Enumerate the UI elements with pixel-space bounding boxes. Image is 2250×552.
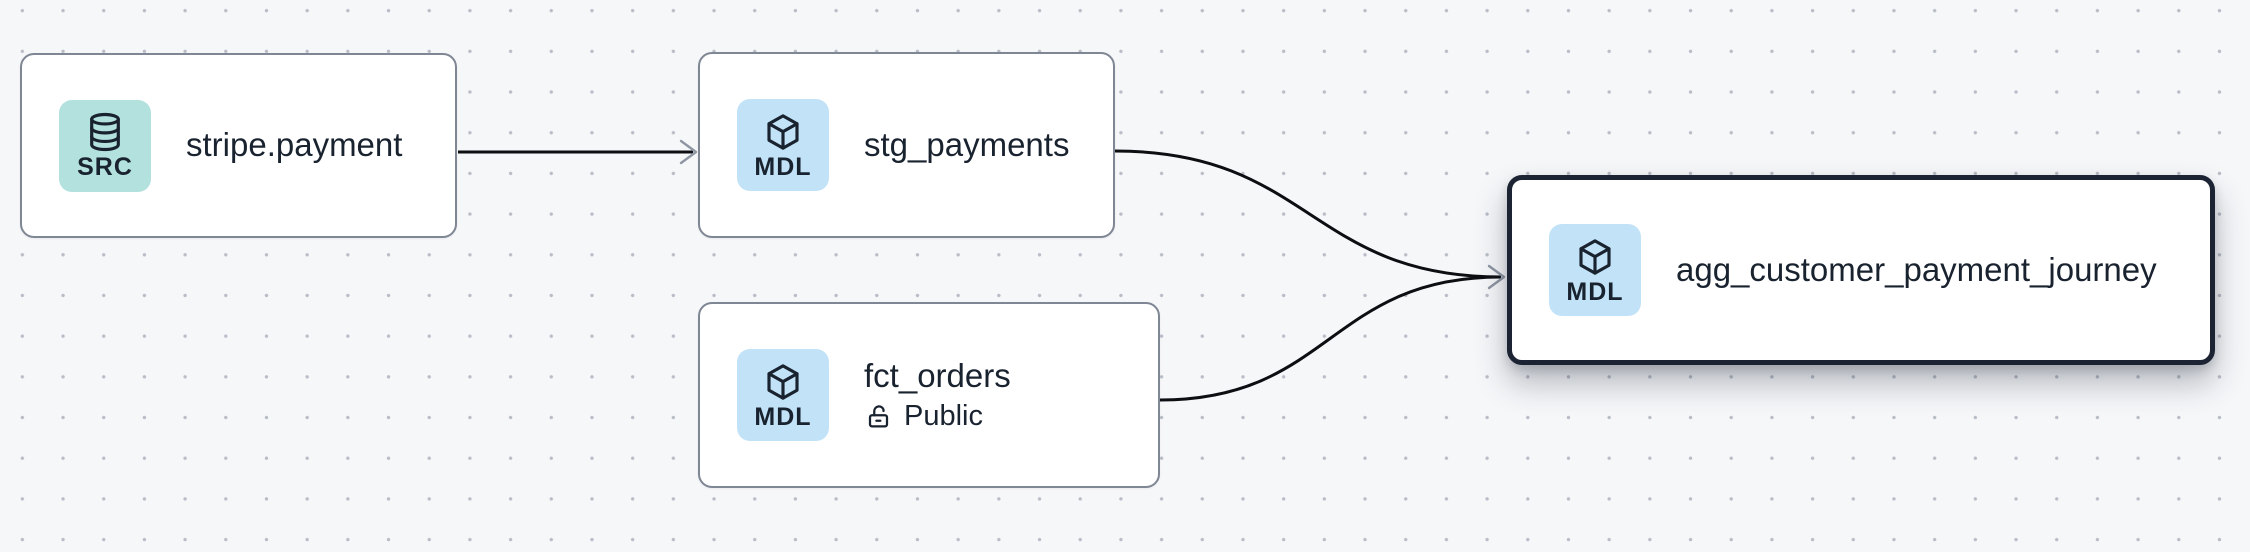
badge-label: MDL xyxy=(1566,277,1624,306)
cube-icon xyxy=(762,361,804,403)
badge-label: SRC xyxy=(77,153,133,181)
node-stripe-payment[interactable]: SRC stripe.payment xyxy=(20,53,457,238)
database-icon xyxy=(84,111,126,153)
edge-stripe-payment-to-stg-payments[interactable] xyxy=(458,139,698,165)
node-fct-orders[interactable]: MDL fct_orders Public xyxy=(698,302,1160,488)
cube-icon xyxy=(1574,236,1616,278)
access-row: Public xyxy=(864,402,1011,432)
source-type-badge: SRC xyxy=(59,99,151,192)
cube-icon xyxy=(762,111,804,153)
node-title: stripe.payment xyxy=(186,126,403,164)
node-stg-payments[interactable]: MDL stg_payments xyxy=(698,52,1115,238)
access-label: Public xyxy=(904,400,983,433)
node-agg-customer-payment-journey[interactable]: MDL agg_customer_payment_journey xyxy=(1507,175,2215,365)
badge-label: MDL xyxy=(754,152,812,181)
model-type-badge: MDL xyxy=(737,99,829,191)
edge-stg-payments-to-agg-journey[interactable] xyxy=(1114,149,1502,279)
node-title: fct_orders xyxy=(864,357,1011,395)
node-title: agg_customer_payment_journey xyxy=(1676,250,2157,288)
badge-label: MDL xyxy=(754,402,812,431)
edge-fct-orders-to-agg-journey[interactable] xyxy=(1159,264,1506,402)
model-type-badge: MDL xyxy=(1549,224,1641,316)
unlock-icon xyxy=(864,402,894,432)
model-type-badge: MDL xyxy=(737,349,829,441)
node-title: stg_payments xyxy=(864,125,1070,163)
